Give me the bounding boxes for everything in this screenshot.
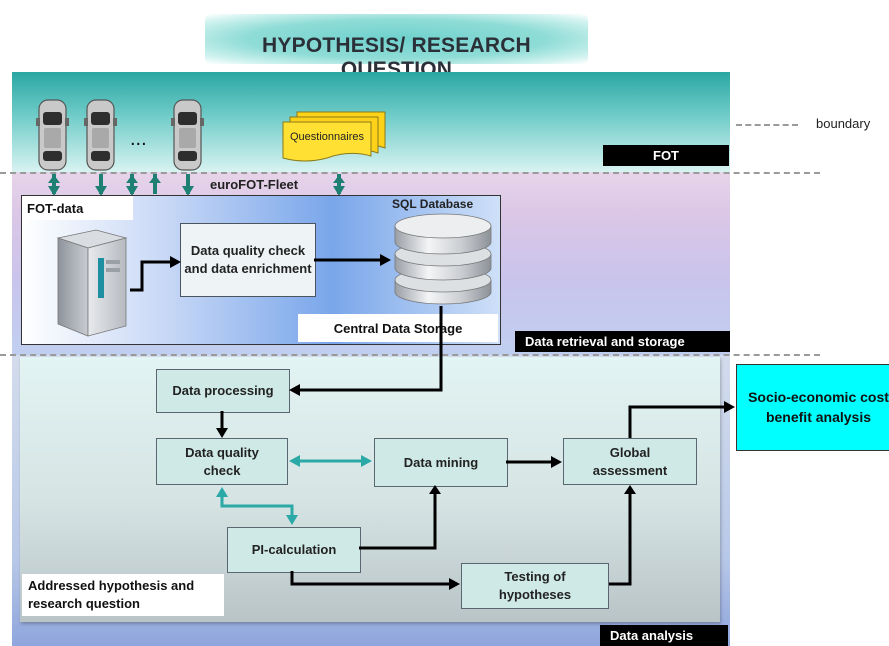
central-data-storage-label: Central Data Storage <box>298 314 498 342</box>
retrieval-label: Data retrieval and storage <box>515 331 730 352</box>
quality-enrichment-box: Data quality check and data enrichment <box>180 223 316 297</box>
server-icon <box>56 229 128 337</box>
pi-calculation-box: PI-calculation <box>227 527 361 573</box>
testing-hypotheses-box: Testing of hypotheses <box>461 563 609 609</box>
document-stack-icon <box>282 111 386 162</box>
questionnaires-label: Questionnaires <box>290 131 364 143</box>
car-icon <box>36 99 69 171</box>
data-quality-check-box: Data quality check <box>156 438 288 485</box>
title-banner <box>205 14 588 64</box>
sql-database-label: SQL Database <box>392 197 474 211</box>
car-icon <box>84 99 117 171</box>
car-icon <box>171 99 204 171</box>
database-icon <box>394 213 492 305</box>
boundary-line-bottom <box>0 354 820 356</box>
legend-boundary-label: boundary <box>816 116 871 131</box>
socio-economic-box: Socio-economic cost benefit analysis <box>736 364 889 451</box>
boundary-line-top <box>0 172 820 174</box>
fleet-label: euroFOT-Fleet <box>210 177 299 192</box>
global-assessment-box: Global assessment <box>563 438 697 485</box>
data-mining-box: Data mining <box>374 438 508 487</box>
analysis-label: Data analysis <box>600 625 728 646</box>
legend-dash <box>736 124 798 126</box>
addressed-hypothesis-label: Addressed hypothesis and research questi… <box>22 574 224 616</box>
car-ellipsis: ... <box>130 128 147 150</box>
fot-data-label: FOT-data <box>22 196 133 220</box>
socio-economic-clip: Socio-economic cost benefit analysis <box>736 364 889 451</box>
fot-label: FOT <box>603 145 729 166</box>
